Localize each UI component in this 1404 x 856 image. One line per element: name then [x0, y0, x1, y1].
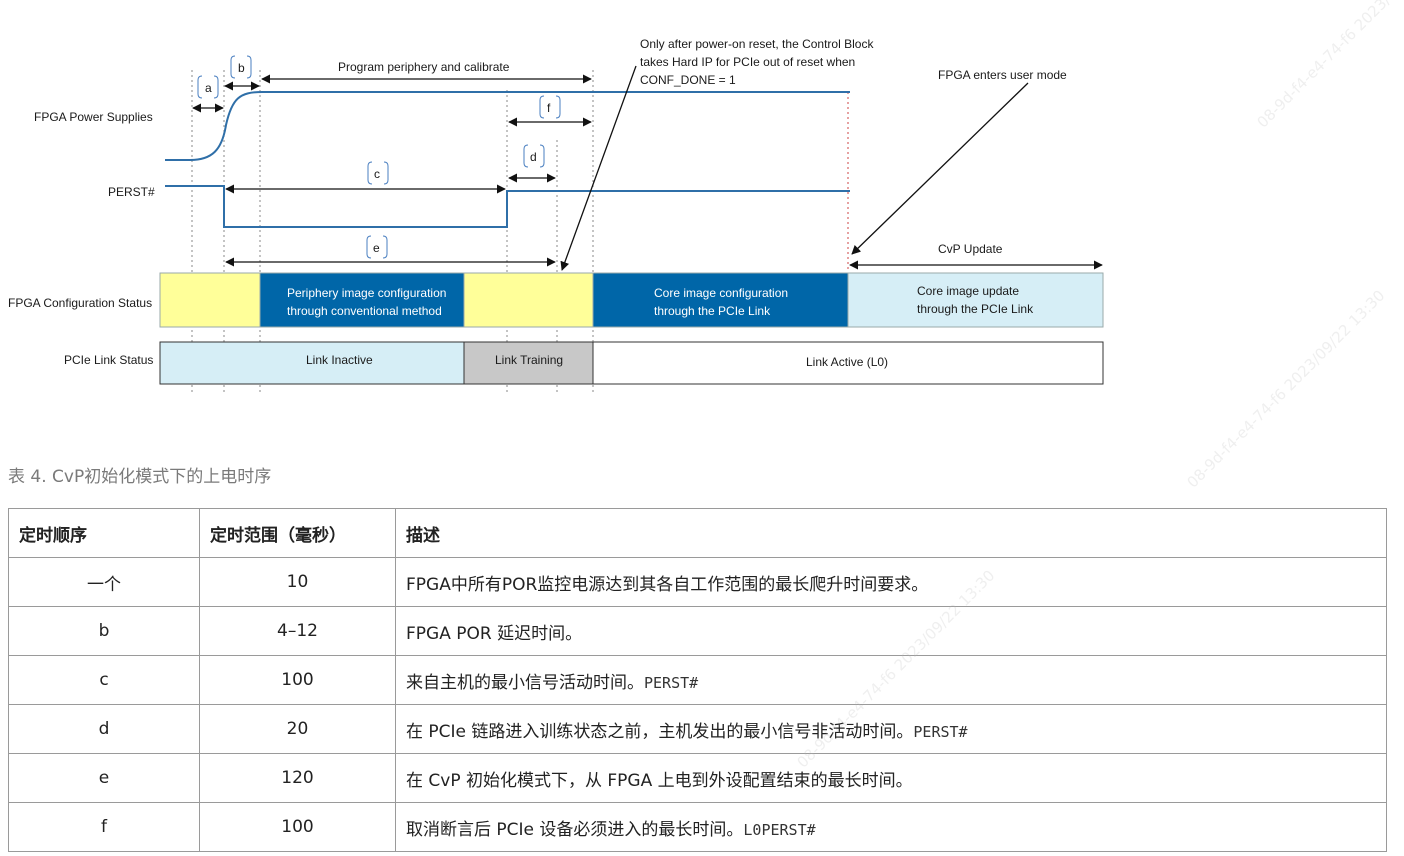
config-block-power-up [159, 272, 261, 328]
perst-waveform [165, 185, 850, 228]
annotation-control-block-line1: Only after power-on reset, the Control B… [640, 37, 874, 51]
config-periphery-line1: Periphery image configuration [287, 286, 446, 300]
cell-sequence: f [8, 802, 200, 852]
cell-sequence: d [8, 704, 200, 754]
timing-label-e: e [373, 241, 380, 255]
description-text: 在 PCIe 链路进入训练状态之前，主机发出的最小信号非活动时间。 [406, 721, 914, 742]
table-row: b 4–12 FPGA POR 延迟时间。 [8, 606, 1387, 656]
link-block-inactive [159, 341, 465, 385]
link-inactive-label: Link Inactive [306, 353, 373, 367]
link-block-active [592, 341, 1104, 385]
description-text: FPGA中所有POR监控电源达到其各自工作范围的最长爬升时间要求。 [406, 574, 929, 595]
annotation-program: Program periphery and calibrate [338, 60, 510, 74]
cell-range: 20 [199, 704, 396, 754]
cell-range: 100 [199, 655, 396, 705]
signal-label-config-status: FPGA Configuration Status [8, 296, 152, 310]
header-range: 定时范围（毫秒） [199, 508, 396, 558]
annotation-control-block-line3: CONF_DONE = 1 [640, 73, 736, 87]
cell-sequence: c [8, 655, 200, 705]
link-active-label: Link Active (L0) [806, 355, 888, 369]
power-up-timing-diagram: FPGA Power Supplies PERST# FPGA Configur… [8, 37, 1104, 392]
signal-code: PERST# [644, 673, 699, 692]
header-sequence: 定时顺序 [8, 508, 200, 558]
cell-description: 在 PCIe 链路进入训练状态之前，主机发出的最小信号非活动时间。PERST# [395, 704, 1387, 754]
cell-description: 在 CvP 初始化模式下，从 FPGA 上电到外设配置结束的最长时间。 [395, 753, 1387, 803]
description-text: 在 CvP 初始化模式下，从 FPGA 上电到外设配置结束的最长时间。 [406, 770, 913, 791]
arrow-control-block [560, 65, 637, 271]
cell-sequence: e [8, 753, 200, 803]
timing-label-c: c [374, 167, 380, 181]
signal-label-perst: PERST# [108, 185, 155, 199]
arrow-user-mode [851, 82, 1029, 255]
annotation-cvp-update: CvP Update [938, 242, 1003, 256]
cell-range: 10 [199, 557, 396, 607]
description-text: 取消断言后 PCIe 设备必须进入的最长时间。 [406, 819, 744, 840]
timing-label-d: d [530, 150, 537, 164]
description-text: FPGA POR 延迟时间。 [406, 623, 583, 644]
annotation-control-block-line2: takes Hard IP for PCIe out of reset when [640, 55, 855, 69]
config-core-line1: Core image configuration [654, 286, 788, 300]
cell-sequence: b [8, 606, 200, 656]
timing-label-a: a [205, 81, 212, 95]
signal-label-power: FPGA Power Supplies [34, 110, 153, 124]
signal-code: PERST# [913, 722, 968, 741]
cell-description: 取消断言后 PCIe 设备必须进入的最长时间。L0PERST# [395, 802, 1387, 852]
signal-code: L0PERST# [743, 820, 816, 839]
cell-description: 来自主机的最小信号活动时间。PERST# [395, 655, 1387, 705]
link-training-label: Link Training [495, 353, 563, 367]
table-row: d 20 在 PCIe 链路进入训练状态之前，主机发出的最小信号非活动时间。PE… [8, 704, 1387, 754]
cell-range: 120 [199, 753, 396, 803]
cell-description: FPGA POR 延迟时间。 [395, 606, 1387, 656]
power-supply-waveform [165, 91, 850, 161]
config-periphery-line2: through conventional method [287, 304, 442, 318]
config-block-update [847, 272, 1104, 328]
cell-sequence: 一个 [8, 557, 200, 607]
timing-table: 定时顺序 定时范围（毫秒） 描述 一个 10 FPGA中所有POR监控电源达到其… [8, 508, 1387, 852]
timing-label-f: f [547, 101, 551, 115]
cell-description: FPGA中所有POR监控电源达到其各自工作范围的最长爬升时间要求。 [395, 557, 1387, 607]
config-block-periphery [259, 272, 465, 328]
table-row: 一个 10 FPGA中所有POR监控电源达到其各自工作范围的最长爬升时间要求。 [8, 557, 1387, 607]
table-row: f 100 取消断言后 PCIe 设备必须进入的最长时间。L0PERST# [8, 802, 1387, 852]
config-core-line2: through the PCIe Link [654, 304, 771, 318]
cell-range: 4–12 [199, 606, 396, 656]
timing-label-b: b [238, 61, 245, 75]
config-block-wait [463, 272, 594, 328]
link-block-training [463, 341, 594, 385]
table-caption: 表 4. CvP初始化模式下的上电时序 [8, 467, 272, 487]
table-row: e 120 在 CvP 初始化模式下，从 FPGA 上电到外设配置结束的最长时间… [8, 753, 1387, 803]
config-update-line2: through the PCIe Link [917, 302, 1034, 316]
description-text: 来自主机的最小信号活动时间。 [406, 672, 644, 693]
config-update-line1: Core image update [917, 284, 1019, 298]
config-block-core [592, 272, 849, 328]
cell-range: 100 [199, 802, 396, 852]
annotation-user-mode: FPGA enters user mode [938, 68, 1067, 82]
header-description: 描述 [395, 508, 1387, 558]
table-row: c 100 来自主机的最小信号活动时间。PERST# [8, 655, 1387, 705]
table-header-row: 定时顺序 定时范围（毫秒） 描述 [8, 508, 1387, 558]
signal-label-link-status: PCIe Link Status [64, 353, 153, 367]
